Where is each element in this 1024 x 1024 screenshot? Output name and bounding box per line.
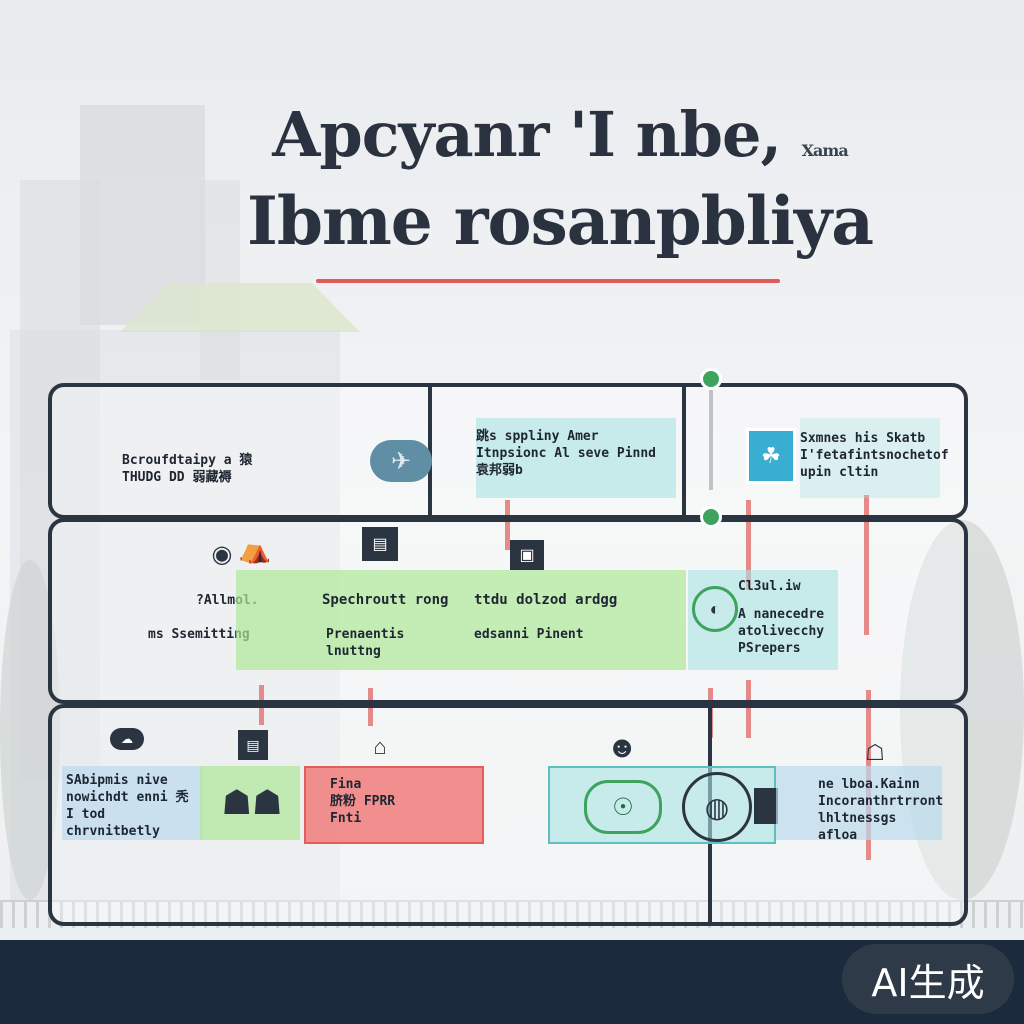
tent-icon: ⛺ [240,534,270,564]
bottom-box-right-text: ne lboa.Kainn Incoranthrtrront lhltnessg… [818,776,942,844]
bag-icon: ▣ [510,540,544,570]
speaker-icon: ◍ [682,772,752,842]
title-underline [316,279,780,283]
house-icon: ⌂ [360,732,400,762]
node-middle [700,506,722,528]
title-line-1-text: Apcyanr 'I nbe, [272,98,781,171]
title-line-1: Apcyanr 'I nbe, Xama [150,98,970,171]
top-box-3-text: Sxmnes his Skatb I'fetafintsnochetof upi… [800,430,960,481]
middle-box-a-title: Spechroutt rong [322,592,448,609]
middle-green-box [236,570,686,670]
top-box-2-text: 跳s sppliny Amer Itnpsionc Al seve Pinnd … [476,428,676,479]
robot-icon: ☖ [860,738,890,768]
node-top [700,368,722,390]
cloud-icon: ☁ [110,728,144,750]
middle-box-c-title: Cl3ul.iw [738,578,838,595]
person-icon: ☻ [602,728,642,768]
chat-icon: ☉ [584,780,662,834]
title-line-2: Ibme rosanpbliya [150,182,970,260]
bottom-box-red-text: Fina 脐粉 FPRR Fnti [330,776,480,827]
clipboard-icon: ▤ [238,730,268,760]
bottom-box-left-text: SAbipmis nive nowichdt enni 秃 I tod chrv… [66,772,202,840]
ai-generated-badge: AI生成 [842,944,1014,1014]
phone-icon [754,788,778,824]
eye-icon: ◉ [206,540,238,568]
title-line-1-small: Xama [802,141,848,160]
middle-box-c-body: A nanecedre atolivecchy PSrepers [738,606,838,657]
app-icon: ☘ [746,428,796,484]
middle-box-a-body: Prenaentis lnuttng [326,626,404,660]
globe-icon: ◐ [692,586,738,632]
divider [682,383,686,519]
middle-box-b-body: edsanni Pinent [474,626,584,643]
document-icon: ▤ [362,527,398,561]
middle-label-left-2: ms Ssemitting [148,626,250,643]
people-icon: ☗☗ [212,780,292,826]
middle-box-b-title: ttdu dolzod ardgg [474,592,617,609]
arrow-icon: ✈ [370,440,432,482]
